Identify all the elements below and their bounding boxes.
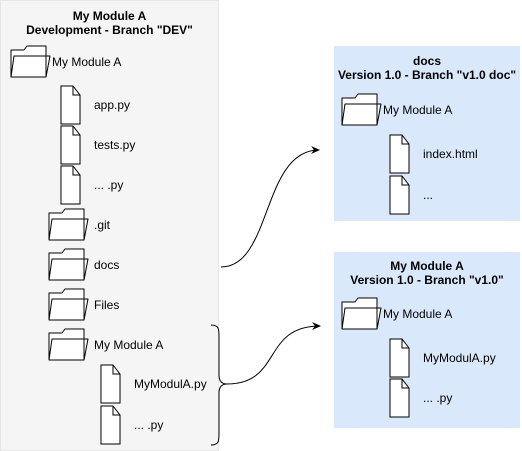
file-icon	[60, 85, 82, 125]
file-icon	[389, 134, 411, 174]
file-docs-etc[interactable]: ...	[389, 175, 433, 215]
file-icon	[60, 165, 82, 205]
file-sub-etc-py[interactable]: ... .py	[100, 405, 163, 445]
v10-branch-panel: My Module A Version 1.0 - Branch "v1.0"	[334, 252, 520, 428]
folder-icon	[341, 297, 383, 330]
v10-title-line1: My Module A	[390, 259, 464, 273]
folder-icon	[48, 288, 90, 321]
subfolder-to-v10-branch-arrow	[226, 322, 321, 385]
file-sub-etc-py-label: ... .py	[134, 418, 164, 432]
file-app-py[interactable]: app.py	[60, 85, 130, 125]
file-tests-py[interactable]: tests.py	[60, 125, 135, 165]
folder-icon	[48, 328, 90, 361]
v10-panel-title: My Module A Version 1.0 - Branch "v1.0"	[334, 259, 520, 287]
folder-files[interactable]: Files	[48, 288, 119, 321]
docs-to-docs-branch-arrow	[220, 146, 320, 268]
docs-panel-title: docs Version 1.0 - Branch "v1.0 doc"	[334, 54, 520, 82]
folder-icon	[10, 45, 52, 78]
dev-title-line2: Development - Branch "DEV"	[26, 23, 193, 37]
file-icon	[100, 364, 122, 404]
folder-docs-label: docs	[94, 257, 120, 272]
dev-title-line1: My Module A	[72, 9, 147, 23]
folder-my-module-a[interactable]: My Module A	[48, 328, 163, 361]
file-mymodula-py[interactable]: MyModulA.py	[100, 364, 207, 404]
folder-icon	[48, 248, 90, 281]
v10-root-folder[interactable]: My Module A	[341, 297, 452, 330]
folder-files-label: Files	[94, 297, 120, 312]
docs-title-line2: Version 1.0 - Branch "v1.0 doc"	[337, 68, 517, 82]
file-etc-py-label: ... .py	[94, 178, 124, 192]
dev-root-label: My Module A	[52, 54, 122, 69]
folder-git[interactable]: .git	[48, 208, 110, 241]
file-icon	[389, 378, 411, 418]
folder-git-label: .git	[94, 217, 111, 232]
file-v10-etc-py-label: ... .py	[423, 391, 453, 405]
folder-icon	[341, 93, 383, 126]
folder-docs[interactable]: docs	[48, 248, 119, 281]
dev-panel-title: My Module A Development - Branch "DEV"	[1, 9, 218, 37]
file-mymodula-py-label: MyModulA.py	[134, 377, 207, 391]
v10-title-line2: Version 1.0 - Branch "v1.0"	[350, 273, 504, 287]
file-etc-py[interactable]: ... .py	[60, 165, 123, 205]
file-icon	[100, 405, 122, 445]
file-app-py-label: app.py	[94, 98, 131, 112]
file-index-html-label: index.html	[423, 147, 478, 161]
file-tests-py-label: tests.py	[94, 138, 136, 152]
dev-root-folder[interactable]: My Module A	[10, 45, 121, 78]
file-icon	[60, 125, 82, 165]
docs-root-label: My Module A	[383, 102, 453, 117]
v10-root-label: My Module A	[383, 306, 453, 321]
file-index-html[interactable]: index.html	[389, 134, 478, 174]
docs-root-folder[interactable]: My Module A	[341, 93, 452, 126]
file-v10-etc-py[interactable]: ... .py	[389, 378, 452, 418]
file-v10-mymodula-py[interactable]: MyModulA.py	[389, 338, 496, 378]
docs-branch-panel: docs Version 1.0 - Branch "v1.0 doc"	[334, 46, 520, 221]
file-v10-mymodula-py-label: MyModulA.py	[423, 351, 496, 365]
file-icon	[389, 175, 411, 215]
file-icon	[389, 338, 411, 378]
docs-title-line1: docs	[412, 54, 441, 68]
folder-icon	[48, 208, 90, 241]
file-docs-etc-label: ...	[423, 188, 434, 202]
folder-my-module-a-label: My Module A	[94, 337, 164, 352]
